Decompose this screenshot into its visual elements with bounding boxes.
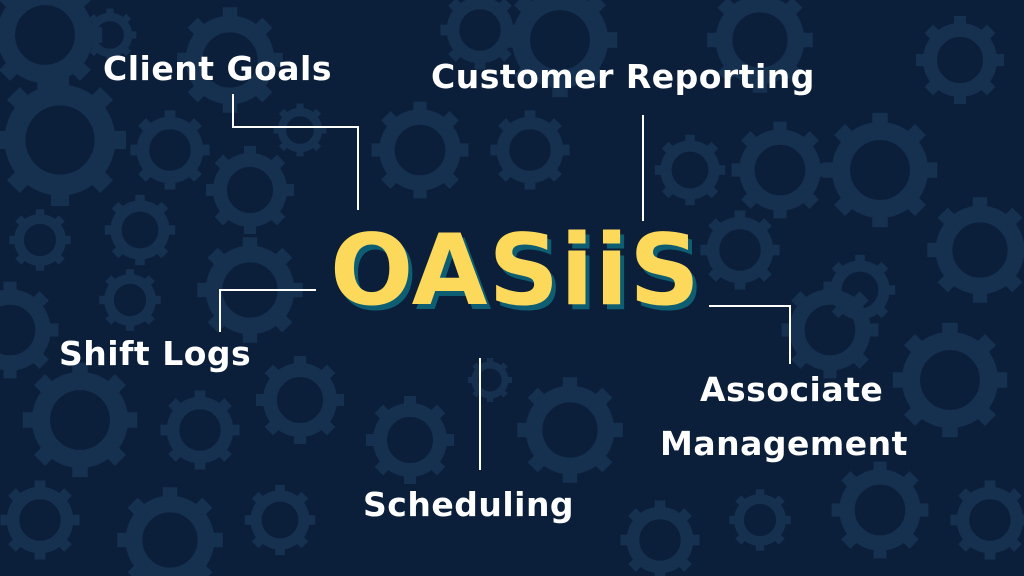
node-customer-reporting: Customer Reporting [431,57,815,96]
connector-client-goals [357,126,359,210]
oasiis-logo-title: OASiiS [330,214,701,328]
node-associate-management-line2: Management [660,424,908,463]
node-scheduling: Scheduling [363,485,575,524]
connector-scheduling [479,358,481,470]
connector-shift-logs [219,289,316,291]
connector-associate-management [709,305,791,307]
connector-associate-management [789,305,791,364]
node-client-goals: Client Goals [103,49,332,88]
connector-shift-logs [219,289,221,332]
connector-client-goals [232,94,234,128]
connector-client-goals [232,126,359,128]
node-associate-management-line1: Associate [700,370,884,409]
node-shift-logs: Shift Logs [59,334,252,373]
connector-customer-reporting [642,115,644,221]
